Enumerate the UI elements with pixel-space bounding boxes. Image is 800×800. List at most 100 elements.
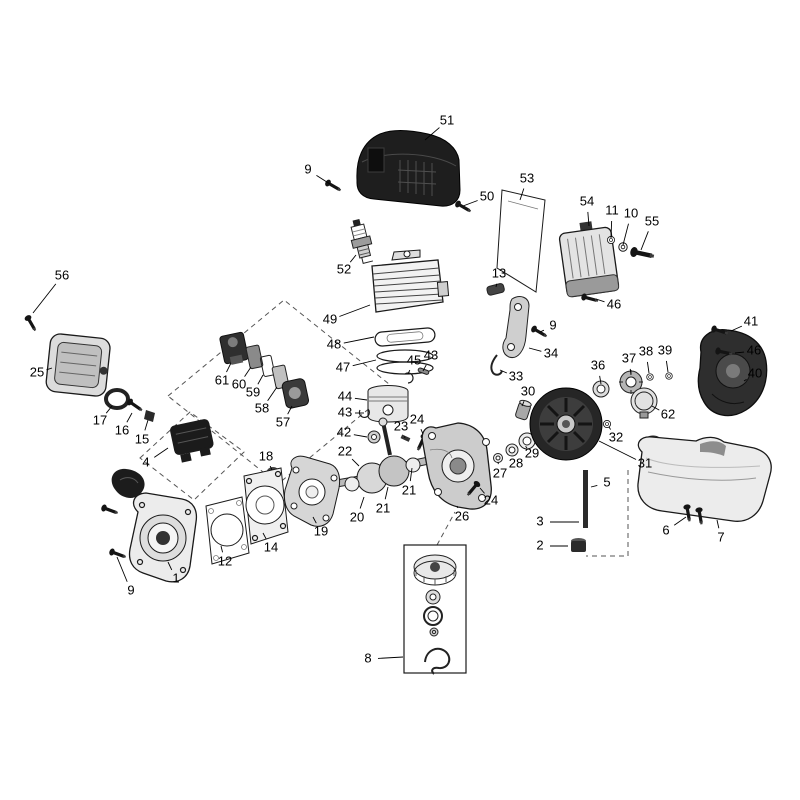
part-label-61: 61 [215,372,229,387]
part-label-46: 46 [607,296,621,311]
part-clamp-13 [486,283,505,296]
leader-line-12 [220,545,224,553]
part-label-29: 29 [525,445,539,460]
part-label-26: 26 [455,508,469,523]
part-label-4: 4 [142,454,149,469]
leader-line-60 [244,366,252,377]
screw-16 [125,397,144,414]
leader-line-23 [403,436,406,439]
part-label-21: 21 [402,482,416,497]
part-fuel-tank [637,435,772,522]
part-label-38: 38 [639,343,653,358]
leader-line-32 [608,426,612,430]
part-wrist-pin-43 [417,367,430,375]
part-bushing-30 [515,399,532,421]
part-intake-manifold-57 [281,378,310,409]
part-label-56: 56 [55,267,69,282]
part-label-24: 24 [484,492,498,507]
part-label-55: 55 [645,213,659,228]
part-label-42: 42 [337,424,351,439]
leader-line-59 [257,374,264,385]
leader-line-22 [351,458,360,467]
leader-line-19 [312,516,317,524]
part-label-1: 1 [172,570,179,585]
part-label-13: 13 [492,265,506,280]
part-label-9: 9 [127,582,134,597]
part-label-15: 15 [135,431,149,446]
part-engine-cover [356,130,461,207]
part-label-37: 37 [622,350,636,365]
leader-line-8 [377,656,404,659]
screw-9-bracket [529,324,549,340]
screw-50 [453,199,473,215]
part-label-8: 8 [364,650,371,665]
part-heat-shield-53 [496,189,546,293]
part-label-10: 10 [624,205,638,220]
part-flywheel [529,387,603,461]
part-label-16: 16 [115,422,129,437]
leader-line-6 [673,516,687,526]
washer-39 [665,372,673,380]
leader-line-44 [354,397,368,401]
leader-line-1 [167,561,173,571]
part-label-45: 45 [407,352,421,367]
part-label-9: 9 [549,317,556,332]
bolt-55 [629,246,655,262]
part-clutch-drum-62 [630,387,658,419]
part-label-59: 59 [246,384,260,399]
leader-line-36 [599,375,602,385]
part-label-23: 23 [394,418,408,433]
part-carburetor-61 [219,331,249,365]
part-label-32: 32 [609,429,623,444]
part-crankcase-left [283,455,341,527]
leader-line-37 [629,368,632,376]
part-cylinder-gasket [374,327,436,347]
part-washer-28 [505,443,519,457]
leader-line-24 [420,429,424,435]
part-seal-36 [592,380,610,398]
part-label-14: 14 [264,539,278,554]
part-ignition-coil [170,419,214,463]
part-label-11: 11 [605,202,619,217]
part-label-60: 60 [232,376,246,391]
part-piston [367,385,409,423]
leader-line-58 [267,386,278,401]
part-label-20: 20 [350,509,364,524]
leader-line-31 [598,440,637,460]
leader-line-51 [424,127,440,141]
part-washer-27 [493,453,503,463]
leader-line-45 [407,369,411,375]
leader-line-18 [269,465,273,471]
part-label-57: 57 [276,414,290,429]
part-clutch-kit-box [403,544,467,675]
part-label-7: 7 [717,529,724,544]
leader-line-17 [105,405,113,414]
part-label-51: 51 [440,112,454,127]
leader-line-9 [539,329,545,333]
part-label-25: 25 [30,364,44,379]
part-label-33: 33 [509,368,523,383]
part-cylinder [371,249,450,313]
part-label-30: 30 [521,383,535,398]
leader-line-11 [610,220,613,239]
part-label-40: 40 [748,365,762,380]
part-label-2: 2 [536,537,543,552]
leader-line-34 [528,347,542,352]
leader-line-56 [32,283,57,314]
part-woodruff-key-23 [400,434,411,442]
leader-line-7 [716,519,720,529]
part-label-34: 34 [544,345,558,360]
part-label-22: 22 [338,443,352,458]
part-label-19: 19 [314,523,328,538]
leader-line-20 [359,496,365,509]
leader-line-38 [646,361,650,374]
part-label-48: 48 [327,336,341,351]
screw-9-top [323,178,343,194]
part-circlip-45 [404,372,414,384]
part-label-5: 5 [603,474,610,489]
part-gear-37 [619,370,643,394]
part-label-47: 47 [336,359,350,374]
leader-line-33 [499,369,508,374]
